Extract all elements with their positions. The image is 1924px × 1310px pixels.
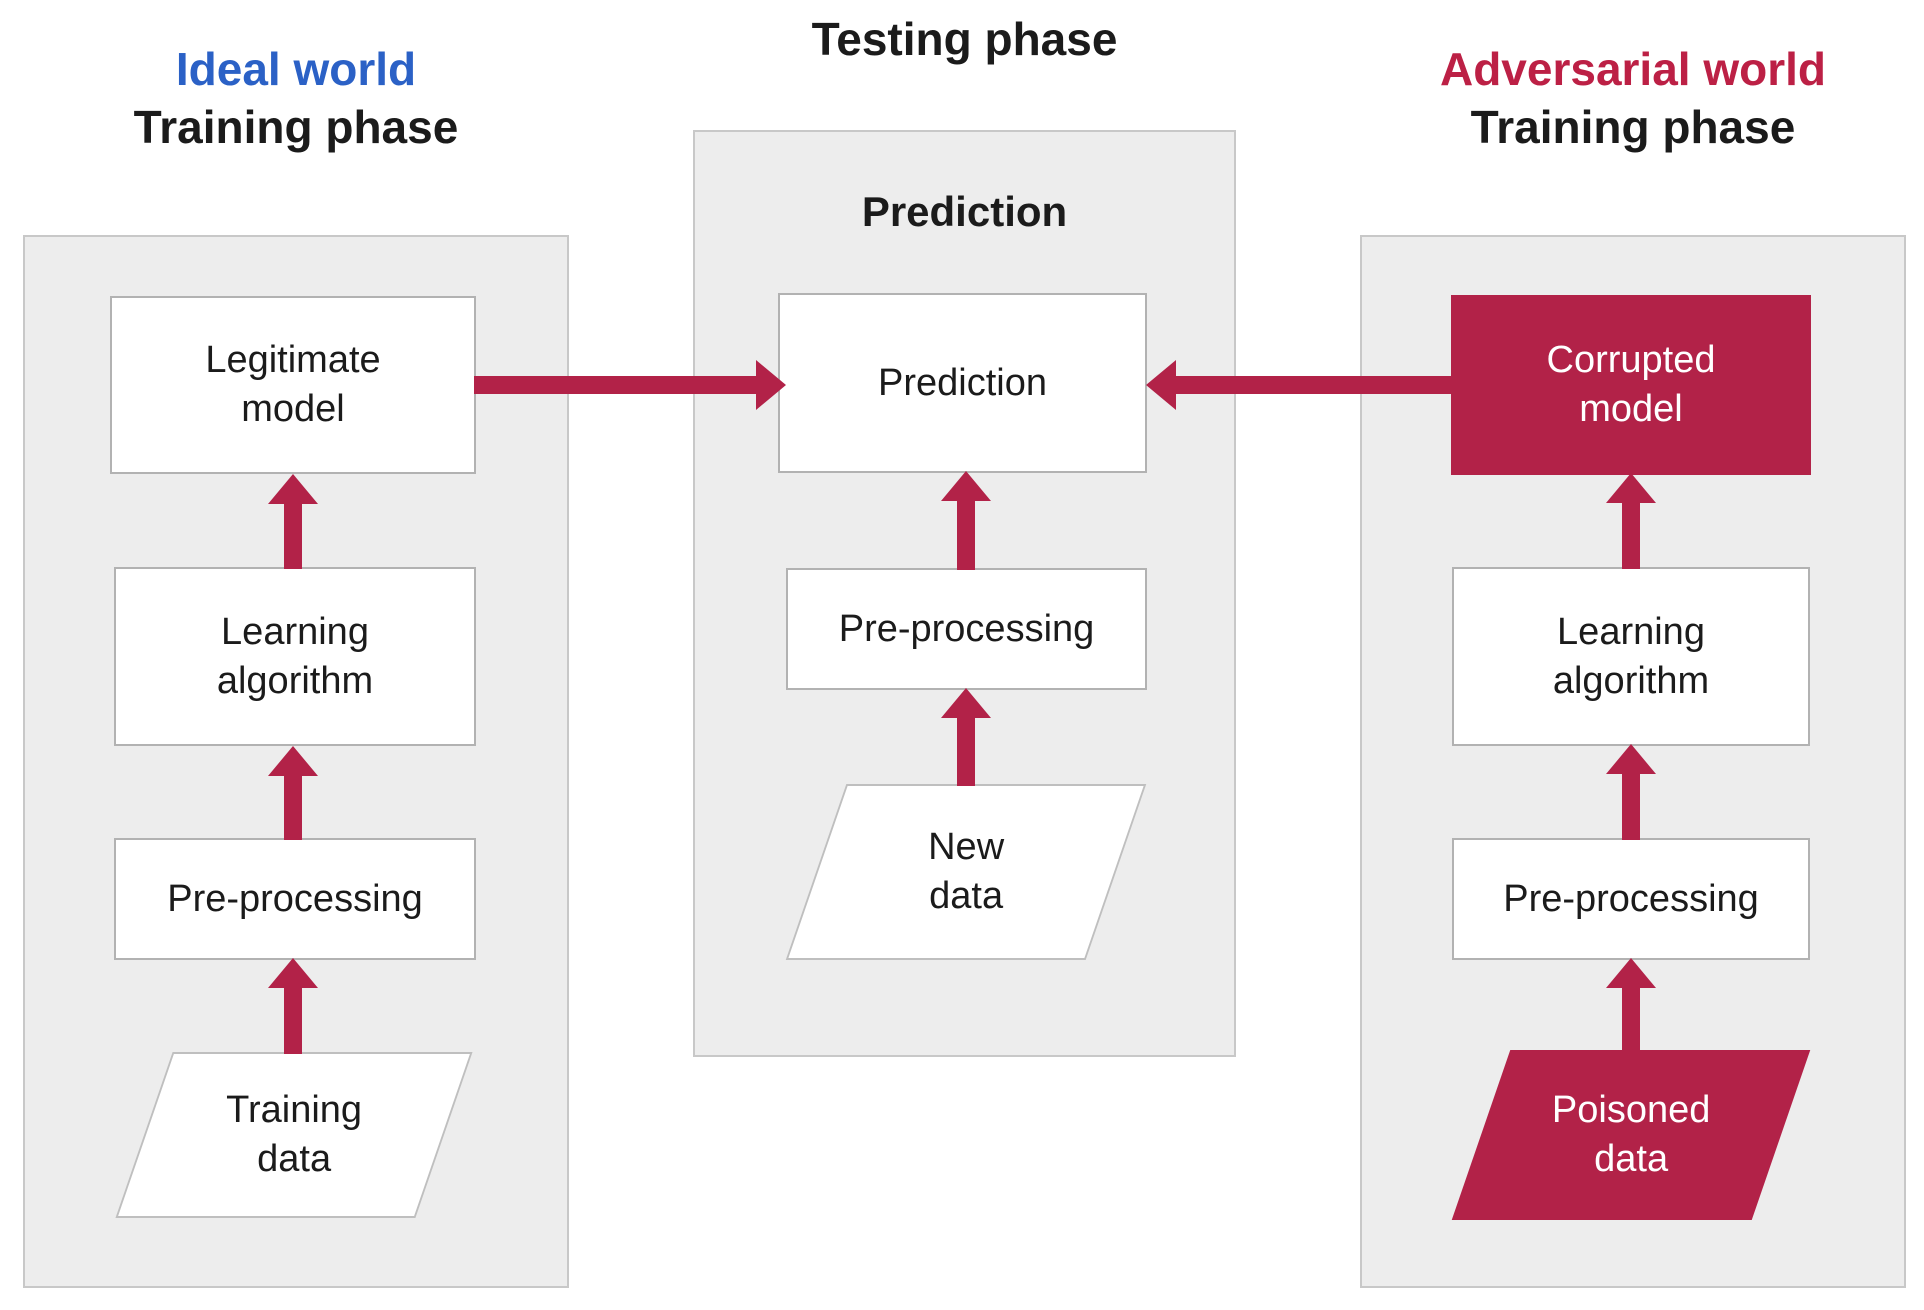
preprocessing-left-label: Pre-processing bbox=[167, 877, 423, 920]
ideal-world-title: Ideal world bbox=[175, 43, 417, 95]
new-data-node: New data bbox=[785, 784, 1147, 960]
preprocessing-left-node: Pre-processing bbox=[114, 838, 476, 960]
preprocessing-right-node: Pre-processing bbox=[1452, 838, 1810, 960]
learning-algorithm-left-node: Learning algorithm bbox=[114, 567, 476, 746]
testing-phase-title: Testing phase bbox=[811, 13, 1118, 65]
corrupted-model-label: Corrupted model bbox=[1546, 339, 1716, 430]
poisoned-data-node: Poisoned data bbox=[1451, 1050, 1811, 1220]
prediction-panel-label: Prediction bbox=[861, 188, 1068, 235]
adversarial-world-title: Adversarial world bbox=[1439, 43, 1827, 95]
training-data-node: Training data bbox=[115, 1052, 473, 1218]
legitimate-model-label: Legitimate model bbox=[205, 339, 381, 430]
poisoned-data-label: Poisoned data bbox=[1551, 1089, 1711, 1180]
legitimate-model-node: Legitimate model bbox=[110, 296, 476, 474]
preprocessing-center-label: Pre-processing bbox=[838, 607, 1095, 650]
corrupted-model-node: Corrupted model bbox=[1451, 295, 1811, 475]
prediction-node: Prediction bbox=[778, 293, 1147, 473]
preprocessing-center-node: Pre-processing bbox=[786, 568, 1147, 690]
learning-algorithm-left-label: Learning algorithm bbox=[216, 610, 374, 702]
training-phase-label-left: Training phase bbox=[133, 101, 459, 153]
learning-algorithm-right-node: Learning algorithm bbox=[1452, 567, 1810, 746]
learning-algorithm-right-label: Learning algorithm bbox=[1552, 610, 1710, 702]
training-phase-label-right: Training phase bbox=[1470, 101, 1796, 153]
preprocessing-right-label: Pre-processing bbox=[1503, 877, 1759, 920]
training-data-label: Training data bbox=[226, 1089, 362, 1180]
new-data-label: New data bbox=[927, 826, 1005, 917]
prediction-label: Prediction bbox=[878, 361, 1047, 404]
